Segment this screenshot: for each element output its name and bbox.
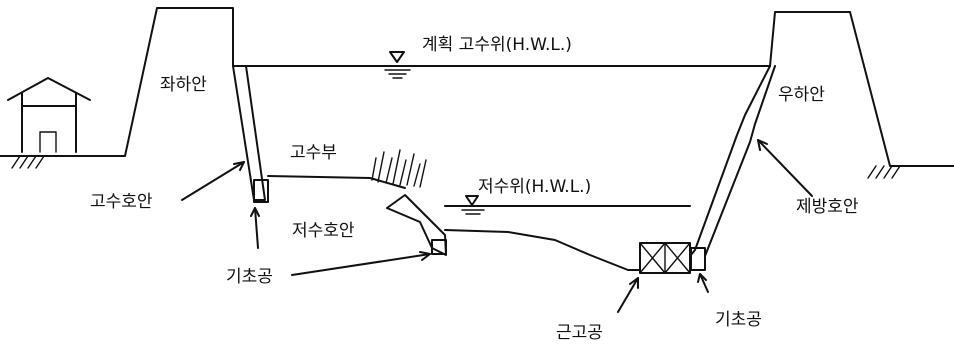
left-bank-label: 좌하안 [160, 75, 207, 95]
high-water-revetment-left [232, 65, 269, 203]
foundation-left-label: 기초공 [226, 267, 273, 287]
leader-arrows [181, 139, 813, 313]
right-levee [769, 11, 954, 167]
high-water-channel-ground [267, 175, 406, 189]
toe-protection-block [639, 242, 691, 274]
house-icon [7, 77, 91, 153]
levee-revetment-label: 제방호안 [796, 197, 859, 217]
high-water-channel-label: 고수부 [290, 143, 337, 163]
toe-protection-label: 근고공 [556, 323, 603, 343]
ground-hatch-icon-left [11, 155, 45, 169]
planned-high-water-level-label: 계획 고수위(H.W.L.) [422, 35, 572, 55]
right-bank-label: 우하안 [778, 85, 825, 105]
high-water-revetment-label: 고수호안 [90, 192, 153, 212]
low-water-level-label: 저수위(H.W.L.) [478, 177, 591, 197]
ground-hatch-icon-right [867, 165, 901, 179]
water-level-marker-icon [384, 51, 411, 79]
low-water-revetment [386, 194, 447, 256]
riverbed [444, 229, 641, 271]
low-water-revetment-label: 저수호안 [292, 221, 355, 241]
left-levee [0, 7, 234, 157]
levee-revetment-right [689, 65, 776, 271]
grass-icon [371, 149, 427, 188]
foundation-right-label: 기초공 [715, 310, 762, 330]
water-level-marker-icon [461, 195, 485, 215]
